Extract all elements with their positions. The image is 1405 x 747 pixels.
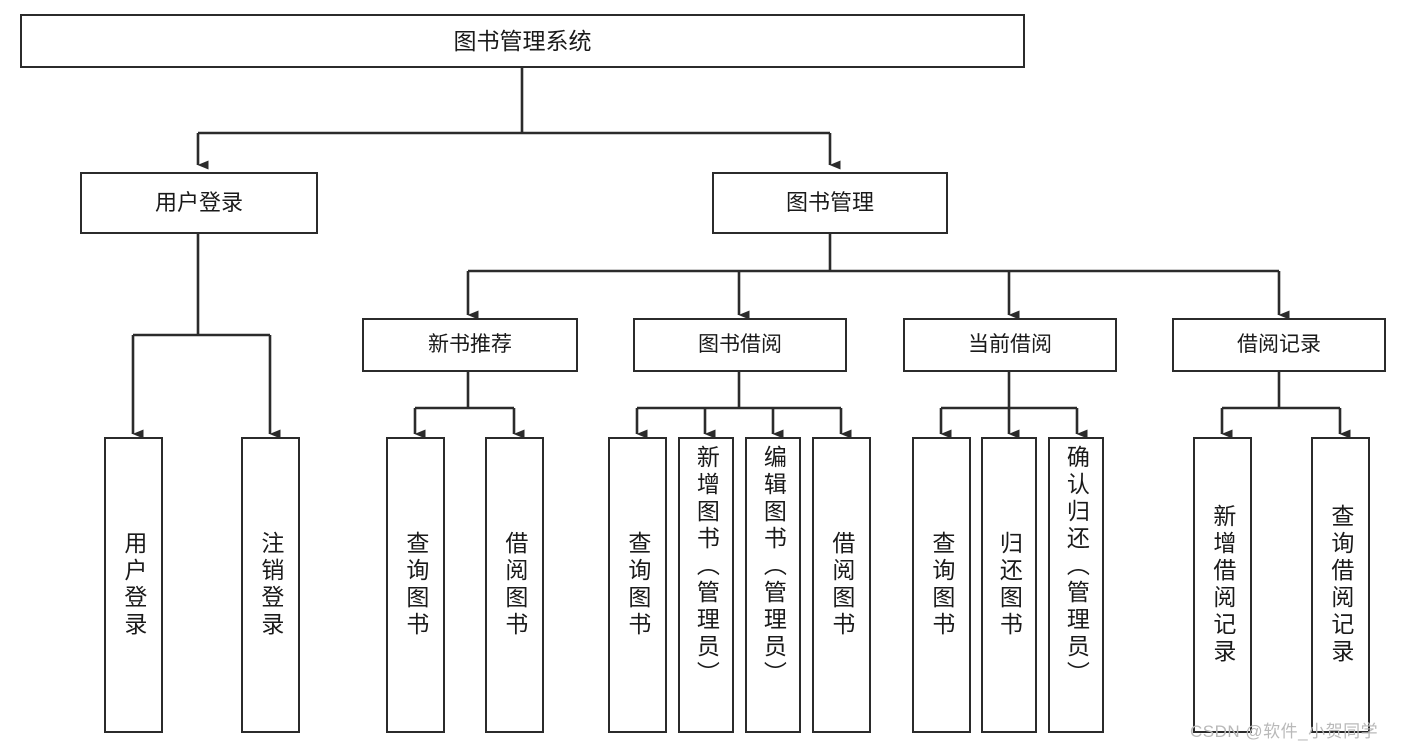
node-label: 确认归还（管理员）	[1063, 445, 1090, 688]
leaf-query-book-recommend[interactable]: 查询图书	[386, 437, 445, 733]
node-root-system[interactable]: 图书管理系统	[20, 14, 1025, 68]
leaf-user-logout[interactable]: 注销登录	[241, 437, 300, 733]
leaf-query-borrow-record[interactable]: 查询借阅记录	[1311, 437, 1370, 733]
leaf-edit-book-admin[interactable]: 编辑图书（管理员）	[745, 437, 801, 733]
node-label: 归还图书	[996, 531, 1023, 639]
leaf-query-book-borrow[interactable]: 查询图书	[608, 437, 667, 733]
leaf-return-book[interactable]: 归还图书	[981, 437, 1037, 733]
leaf-add-book-admin[interactable]: 新增图书（管理员）	[678, 437, 734, 733]
node-label: 图书管理	[785, 190, 874, 216]
node-label: 新增图书（管理员）	[693, 445, 720, 688]
node-new-book-recommend[interactable]: 新书推荐	[362, 318, 578, 372]
node-label: 用户登录	[154, 190, 243, 216]
leaf-user-login[interactable]: 用户登录	[104, 437, 163, 733]
node-label: 借阅图书	[828, 531, 855, 639]
node-current-borrow[interactable]: 当前借阅	[903, 318, 1117, 372]
leaf-query-book-current[interactable]: 查询图书	[912, 437, 971, 733]
node-book-manage[interactable]: 图书管理	[712, 172, 948, 234]
leaf-add-borrow-record[interactable]: 新增借阅记录	[1193, 437, 1252, 733]
leaf-borrow-book-recommend[interactable]: 借阅图书	[485, 437, 544, 733]
node-label: 查询图书	[928, 531, 955, 639]
node-label: 当前借阅	[968, 332, 1052, 356]
node-label: 查询借阅记录	[1327, 504, 1354, 666]
node-label: 新书推荐	[428, 332, 512, 356]
leaf-borrow-book[interactable]: 借阅图书	[812, 437, 871, 733]
leaf-confirm-return-admin[interactable]: 确认归还（管理员）	[1048, 437, 1104, 733]
node-label: 编辑图书（管理员）	[760, 445, 787, 688]
node-borrow-record[interactable]: 借阅记录	[1172, 318, 1386, 372]
node-label: 新增借阅记录	[1209, 504, 1236, 666]
node-label: 图书借阅	[698, 332, 782, 356]
node-label: 查询图书	[402, 531, 429, 639]
node-user-login[interactable]: 用户登录	[80, 172, 318, 234]
node-book-borrow[interactable]: 图书借阅	[633, 318, 847, 372]
node-label: 借阅记录	[1237, 332, 1321, 356]
node-label: 注销登录	[257, 531, 284, 639]
node-label: 查询图书	[624, 531, 651, 639]
node-label: 图书管理系统	[453, 27, 592, 54]
node-label: 用户登录	[120, 531, 147, 639]
watermark-text: CSDN @软件_小贺同学	[1190, 722, 1379, 741]
node-label: 借阅图书	[501, 531, 528, 639]
